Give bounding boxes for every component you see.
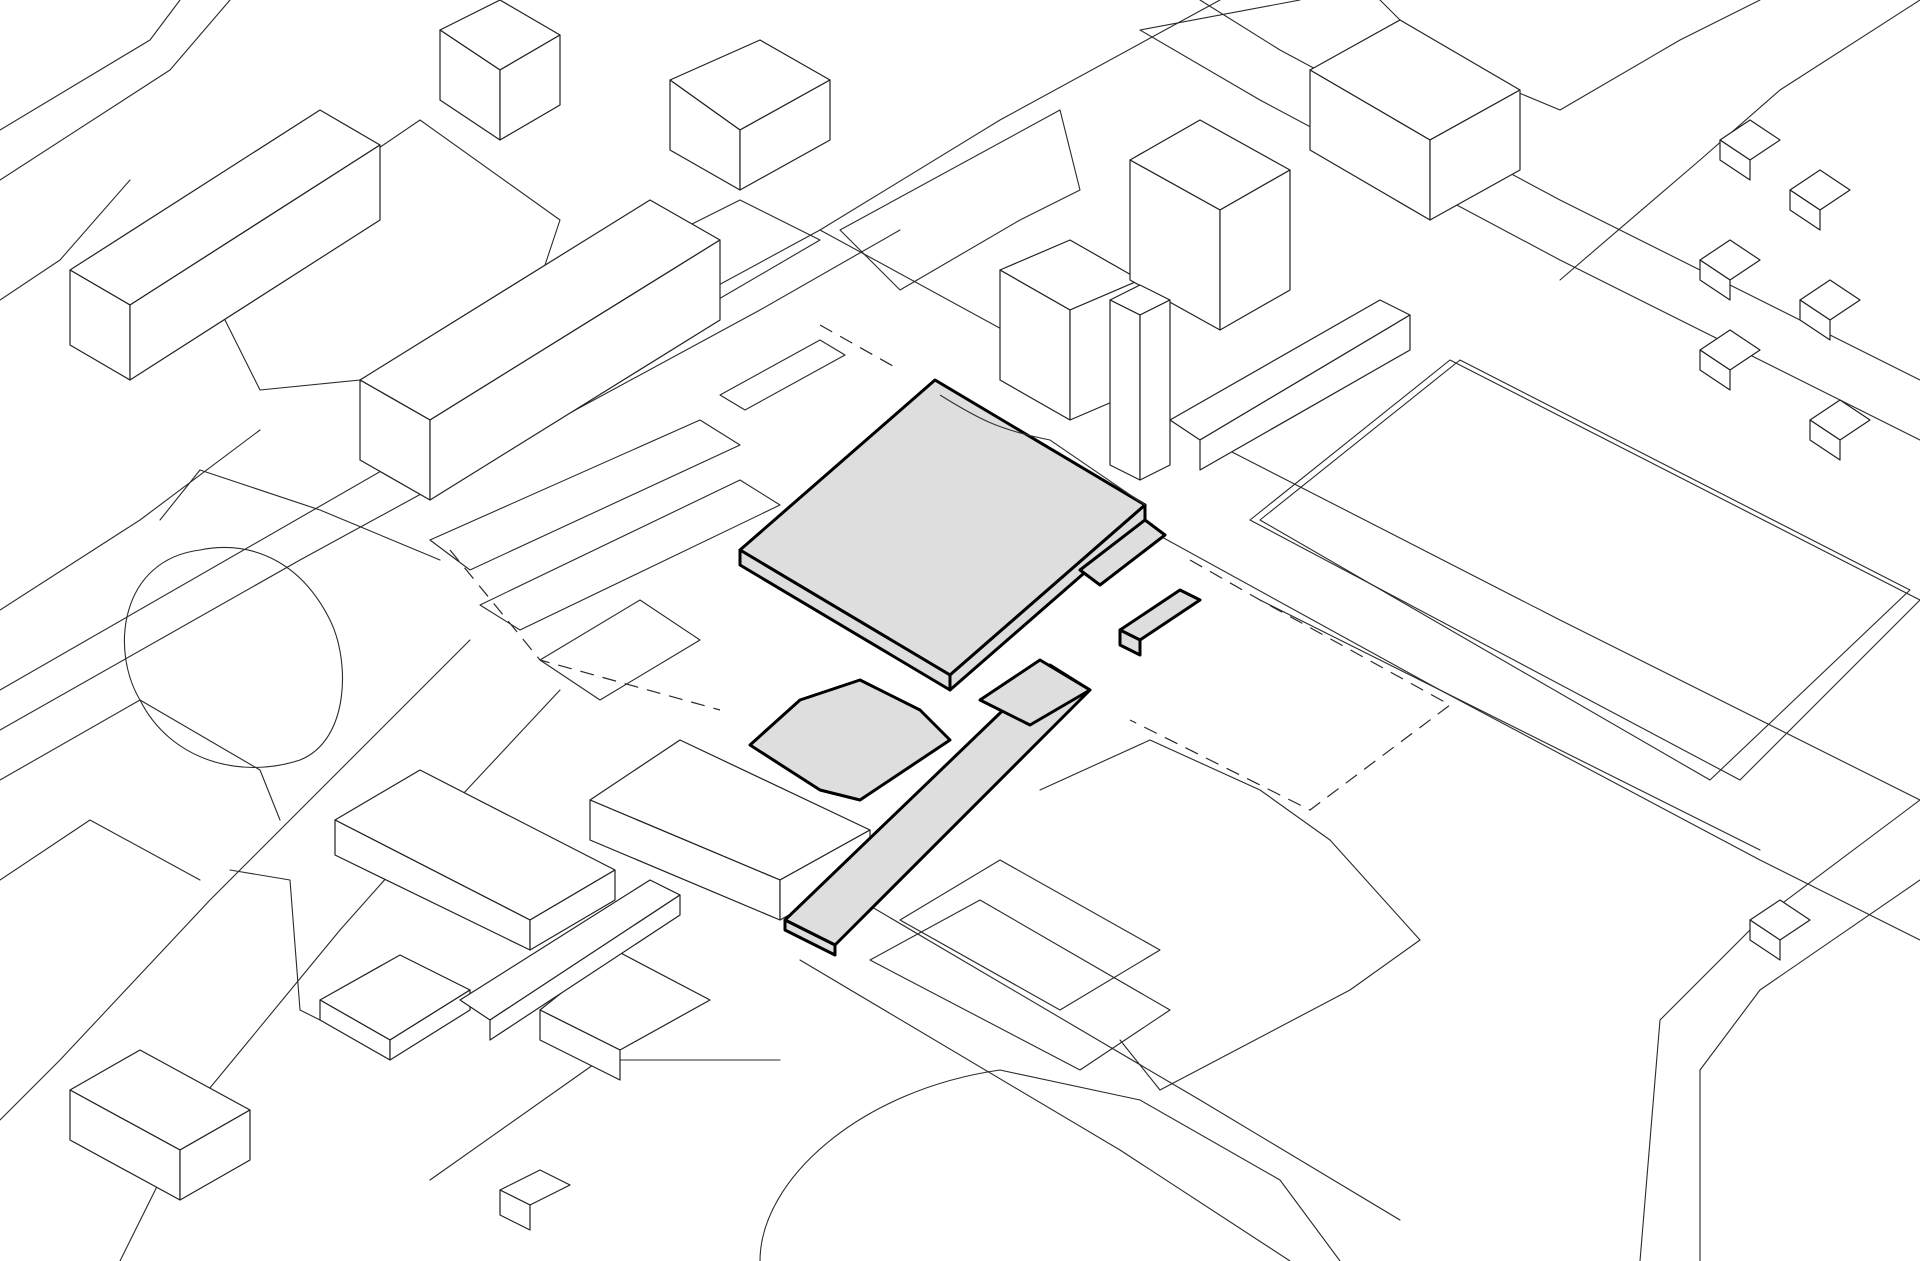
road-edge-14 <box>0 429 261 611</box>
road-edge-9 <box>1639 799 1920 1261</box>
project-main-roof <box>738 378 1147 677</box>
road-edge-12 <box>0 0 181 131</box>
house-3-wall <box>1699 259 1731 301</box>
plot-edge-22 <box>539 599 701 701</box>
building-block-n2-side2 <box>739 79 831 191</box>
building-low-ne-side <box>1199 314 1411 471</box>
house-1-wall <box>1719 139 1751 181</box>
house-6-wall <box>1809 419 1841 461</box>
house-2-wall <box>1789 189 1821 231</box>
road-edge-11 <box>0 0 231 181</box>
plot-edge-20 <box>1259 599 1761 851</box>
building-block-sw2-side <box>179 1109 251 1201</box>
block-edge-33 <box>839 109 1081 291</box>
tower-slim-front <box>1109 299 1141 481</box>
plot-edge-23 <box>899 859 1161 1011</box>
block-edge-34 <box>1139 0 1301 31</box>
project-wing-block-roof <box>978 658 1092 727</box>
building-pyramid-front <box>539 1009 621 1081</box>
roundabout <box>123 547 343 769</box>
surrounding-buildings <box>69 0 1871 1231</box>
parking-lot-3 <box>719 339 846 411</box>
plot-edge-21 <box>1249 359 1920 781</box>
dashed-boundary-1 <box>449 549 721 711</box>
building-shed-sw-side <box>389 989 471 1061</box>
project-annex-side <box>1118 628 1142 657</box>
project-step-right <box>1078 518 1167 587</box>
building-slab-ne-side <box>1429 89 1521 221</box>
house-5-wall <box>1699 349 1731 391</box>
road-edge-4 <box>1039 469 1920 941</box>
road-edge-13 <box>0 179 131 301</box>
highlighted-project-building <box>738 378 1202 957</box>
project-annex-roof <box>1118 588 1202 642</box>
road-edge-7 <box>799 959 1291 1261</box>
road-edge-5 <box>0 639 471 1121</box>
plot-edge-27 <box>0 699 281 821</box>
road-edge-8 <box>859 899 1401 1221</box>
project-roof-ridge <box>939 394 1146 506</box>
plot-edge-24 <box>869 899 1171 1071</box>
block-edge-26 <box>759 1069 1341 1261</box>
road-edge-3 <box>819 229 1920 801</box>
building-row-center-side <box>429 239 721 501</box>
project-podium <box>748 678 952 802</box>
parking-lot-2 <box>479 479 781 631</box>
parking-lot-1 <box>429 419 741 571</box>
building-hall-sw-side <box>529 869 616 951</box>
house-7-wall <box>1749 919 1781 961</box>
road-edge-15 <box>159 469 441 561</box>
plot-edge-28 <box>0 819 201 881</box>
field-outline <box>1259 359 1911 781</box>
building-slab-nw-side <box>129 144 381 381</box>
dashed-boundary-3 <box>1129 559 1452 811</box>
road-edge-10 <box>1699 879 1920 1261</box>
project-long-wing-side <box>783 918 837 957</box>
tower-slim-side <box>1139 299 1171 481</box>
house-4-wall <box>1799 299 1831 341</box>
plot-edge-30 <box>429 1059 781 1181</box>
tower-b-side <box>1219 169 1291 331</box>
dashed-boundary-2 <box>819 324 901 371</box>
building-strip-side <box>489 894 681 1041</box>
building-slab-n-side2 <box>499 34 561 141</box>
block-edge-25 <box>1039 739 1421 1091</box>
road-edge-19 <box>1559 0 1920 281</box>
building-cube-s-side <box>499 1189 531 1231</box>
